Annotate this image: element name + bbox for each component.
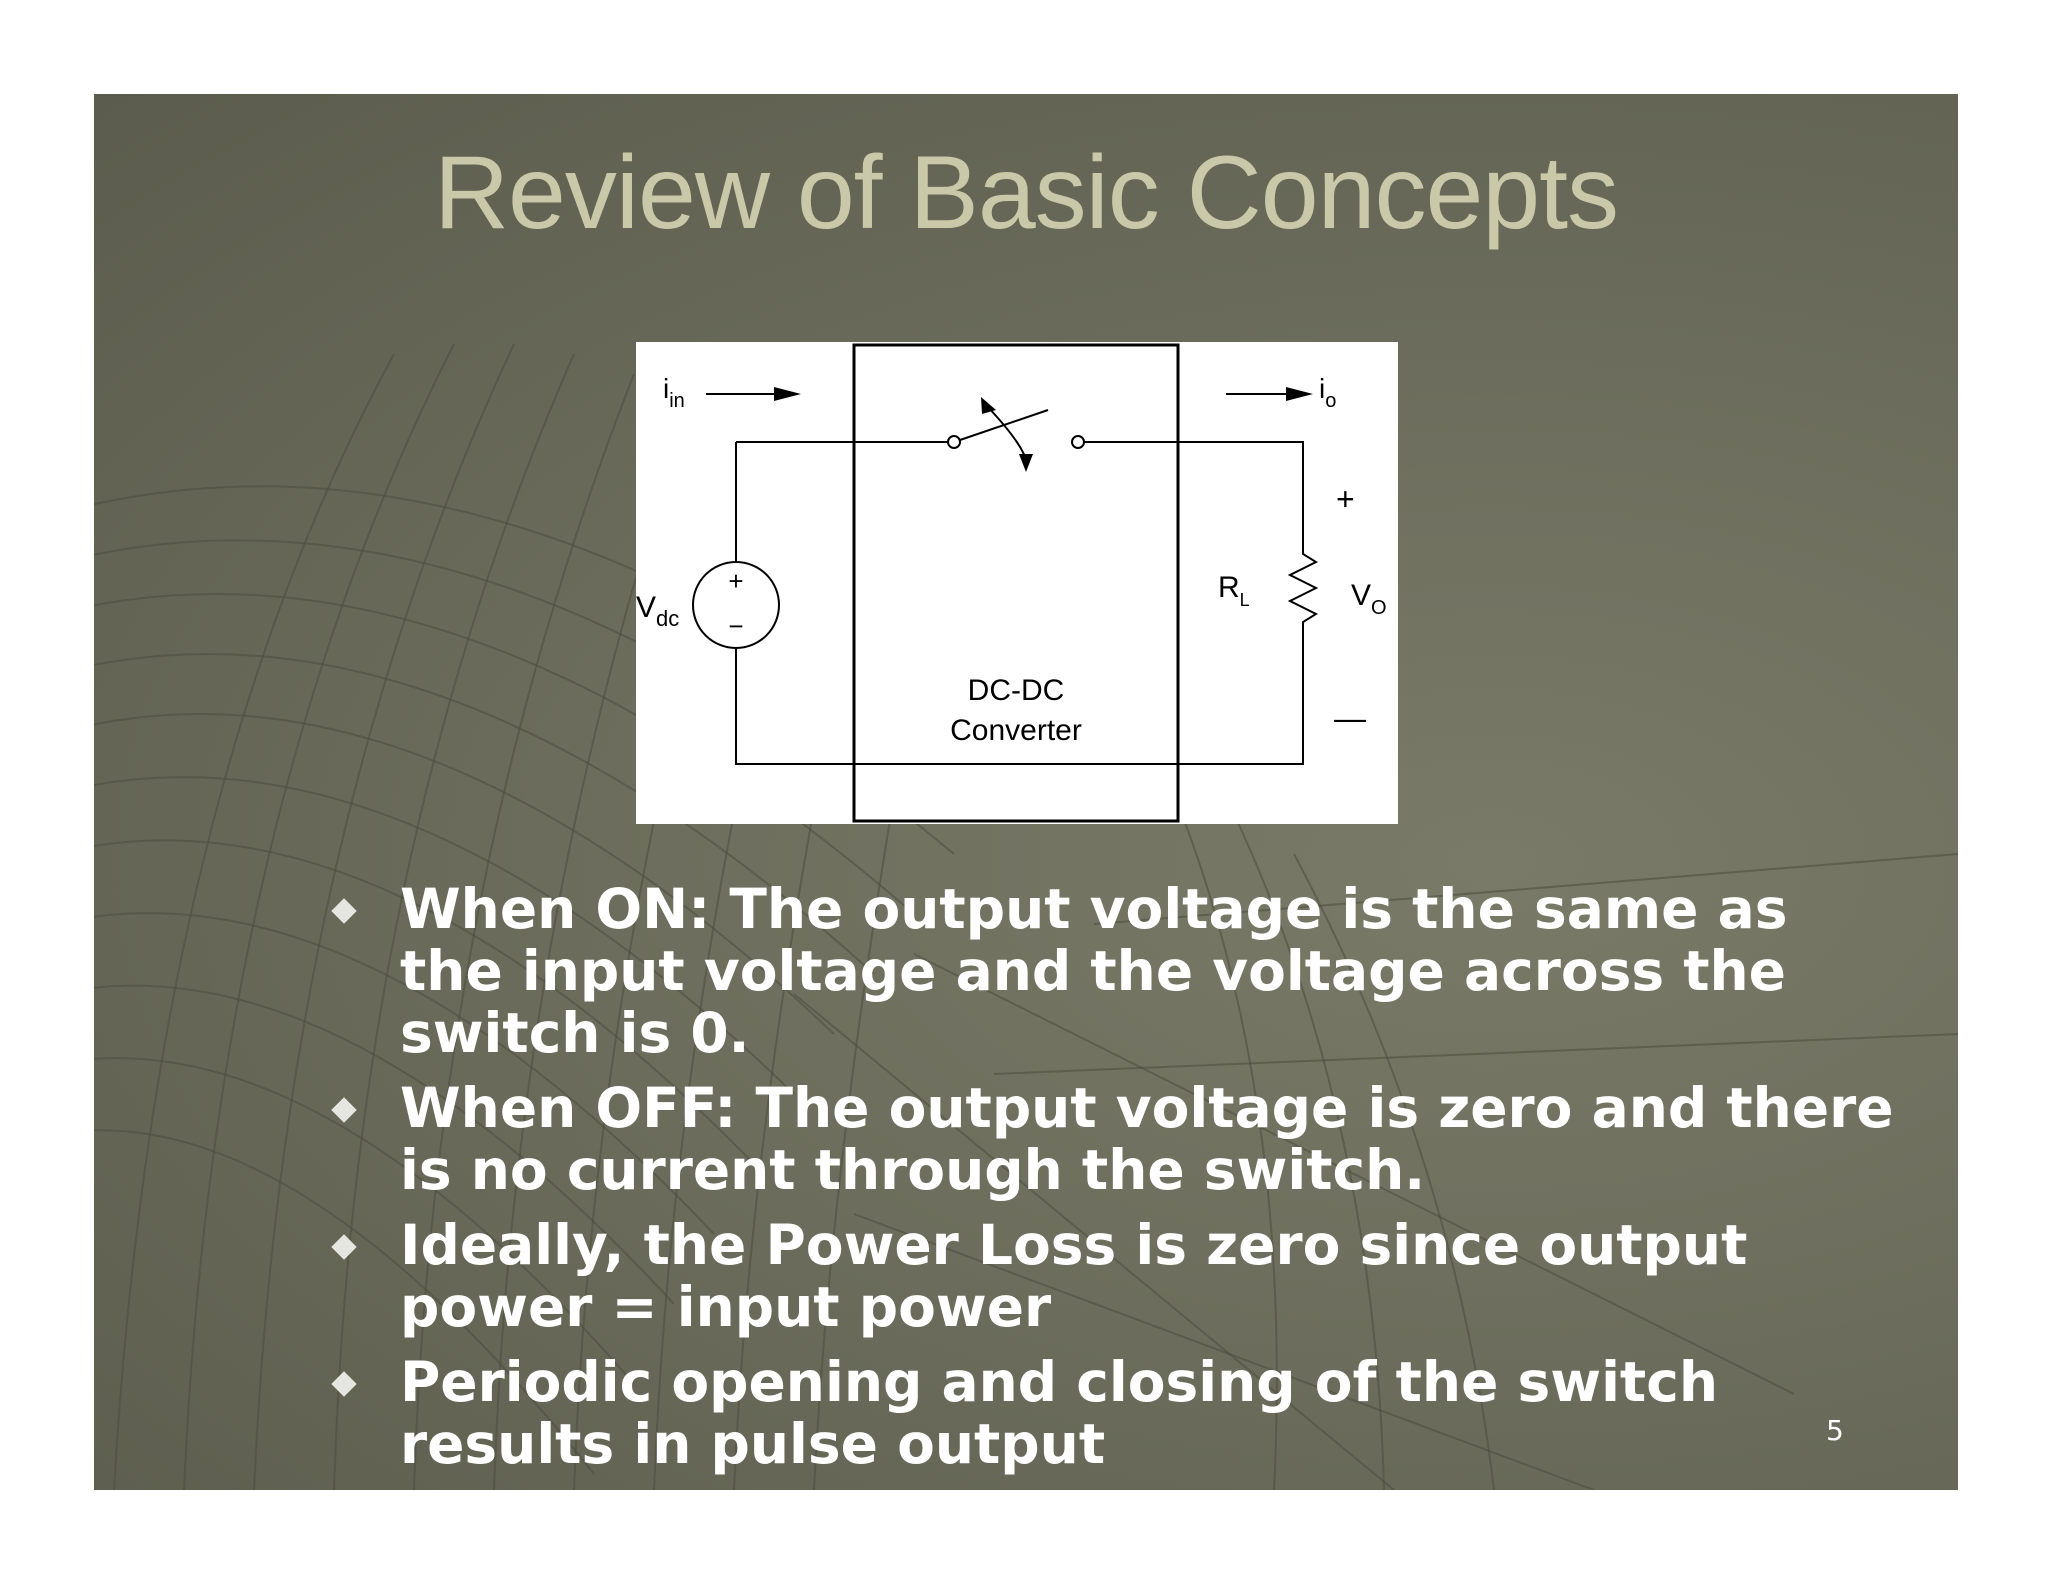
converter-label-line1: DC-DC <box>968 674 1065 707</box>
bullet-item: When ON: The output voltage is the same … <box>234 878 1894 1064</box>
output-minus-label: — <box>1334 700 1366 736</box>
source-voltage-label: Vdc <box>636 591 679 631</box>
slide: Review of Basic Concepts <box>94 94 1958 1490</box>
bullet-list: When ON: The output voltage is the same … <box>234 878 1894 1488</box>
bullet-item: Periodic opening and closing of the swit… <box>234 1351 1894 1475</box>
bullet-item: Ideally, the Power Loss is zero since ou… <box>234 1214 1894 1338</box>
page-number: 5 <box>1826 1414 1844 1447</box>
diamond-bullet-icon <box>331 1371 357 1397</box>
converter-box <box>852 343 1180 823</box>
background-grid-pattern <box>94 343 1958 1490</box>
resistor-icon <box>1287 547 1319 627</box>
diamond-bullet-icon <box>331 1097 357 1123</box>
bullet-item: When OFF: The output voltage is zero and… <box>234 1077 1894 1201</box>
bullet-line: power = input power <box>400 1275 1052 1339</box>
svg-text:−: − <box>728 611 743 641</box>
diamond-bullet-icon <box>331 1234 357 1260</box>
voltage-source-icon: + − <box>692 561 780 649</box>
bullet-line: When OFF: The output voltage is zero and… <box>400 1076 1894 1140</box>
bullet-line: Ideally, the Power Loss is zero since ou… <box>400 1213 1748 1277</box>
input-current-label: iin <box>663 373 685 412</box>
diamond-bullet-icon <box>331 898 357 924</box>
output-plus-label: + <box>1336 481 1355 517</box>
output-voltage-label: VO <box>1351 579 1387 619</box>
circuit-diagram: + − iin io Vdc RL VO + — DC-DC Converte <box>636 342 1398 824</box>
bullet-line: Periodic opening and closing of the swit… <box>400 1350 1718 1414</box>
bullet-line: results in pulse output <box>400 1412 1106 1476</box>
output-current-label: io <box>1319 373 1336 412</box>
bullet-line: is no current through the switch. <box>400 1138 1426 1202</box>
slide-title: Review of Basic Concepts <box>433 135 1619 251</box>
converter-label-line2: Converter <box>950 714 1082 747</box>
arrow-right-icon <box>1226 387 1313 401</box>
circuit-schematic: + − iin io Vdc RL VO + — DC-DC Converte <box>636 343 1387 823</box>
bullet-line: switch is 0. <box>400 1001 750 1065</box>
switch-icon <box>947 397 1085 472</box>
bullet-line: the input voltage and the voltage across… <box>400 939 1786 1003</box>
arrow-right-icon <box>706 387 801 401</box>
svg-text:+: + <box>728 566 743 596</box>
bullet-line: When ON: The output voltage is the same … <box>400 877 1788 941</box>
load-resistor-label: RL <box>1218 571 1250 610</box>
